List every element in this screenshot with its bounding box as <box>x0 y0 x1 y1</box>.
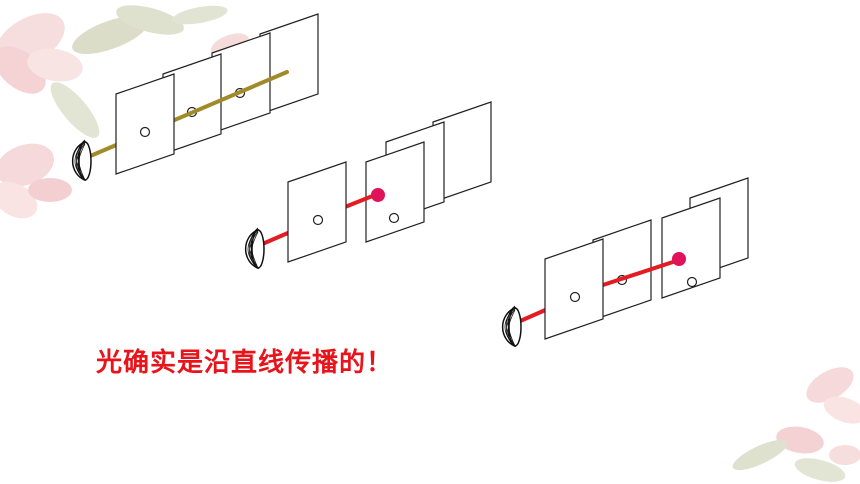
flashlight-icon <box>501 305 522 348</box>
rod-through-holes <box>71 13 319 182</box>
misaligned-beam <box>244 101 492 270</box>
card-hole <box>686 276 698 288</box>
flashlight-icon <box>71 139 92 182</box>
card-hole <box>312 214 324 226</box>
card-hole <box>388 212 400 224</box>
card <box>661 197 721 299</box>
caption-text: 光确实是沿直线传播的！ <box>96 348 394 378</box>
flower-decoration-top-left <box>0 5 250 219</box>
flashlight-icon <box>244 227 265 270</box>
illustrations-group <box>71 13 749 348</box>
card <box>365 141 425 243</box>
light-spot <box>371 188 385 202</box>
card <box>287 161 347 263</box>
misaligned-beam-2 <box>501 177 749 348</box>
light-spot <box>672 252 686 266</box>
card <box>115 73 175 175</box>
card <box>544 238 604 340</box>
card-hole <box>569 291 581 303</box>
flower-decoration-bottom-right <box>732 367 860 482</box>
card-hole <box>139 126 151 138</box>
